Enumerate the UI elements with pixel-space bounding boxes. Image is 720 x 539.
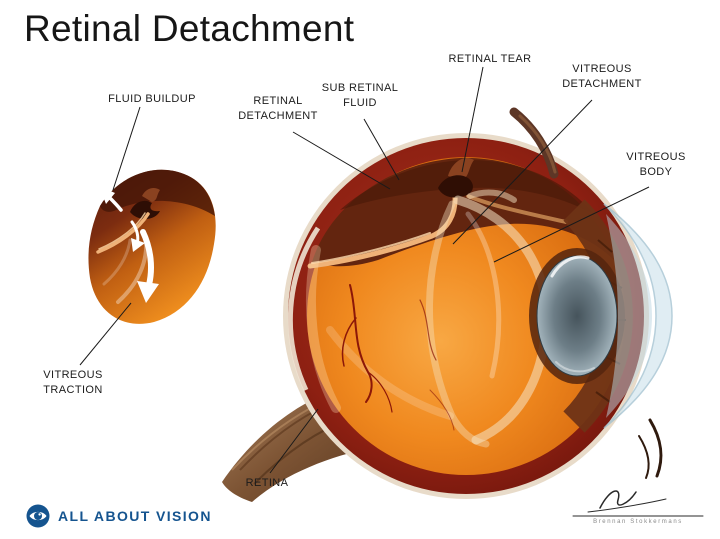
eyelashes bbox=[638, 418, 663, 479]
detached-retina-membrane bbox=[307, 193, 568, 269]
leader-vitreous-body bbox=[493, 186, 650, 263]
artist-signature: Brennan Stokkermans bbox=[593, 519, 683, 525]
inset-tear-hole bbox=[130, 200, 160, 220]
eye-logo-icon bbox=[26, 504, 50, 528]
leader-lines bbox=[79, 66, 650, 474]
inset-tear-illustration bbox=[88, 169, 216, 324]
leader-retinal-detachment bbox=[292, 131, 391, 190]
lens-highlights bbox=[550, 255, 595, 373]
label-retina: RETINA bbox=[245, 477, 289, 489]
fluid-direction-arrow bbox=[99, 186, 123, 212]
leader-retina bbox=[269, 408, 319, 474]
main-eye-illustration bbox=[222, 107, 673, 502]
leader-retinal-tear bbox=[461, 66, 484, 173]
small-traction-arrow bbox=[130, 220, 145, 252]
leader-vitreous-traction bbox=[79, 302, 132, 366]
leader-vitreous-detachment bbox=[452, 99, 593, 245]
cornea bbox=[603, 203, 673, 429]
anterior-chamber bbox=[606, 214, 652, 418]
label-vitreous-body: VITREOUS BODY bbox=[626, 151, 686, 178]
label-fluid-buildup: FLUID BUILDUP bbox=[108, 93, 196, 105]
brand-text: ALL ABOUT VISION bbox=[58, 508, 212, 524]
sclera-inner-highlight bbox=[287, 226, 321, 392]
brand-logo: ALL ABOUT VISION bbox=[26, 504, 212, 528]
vitreous-body-strands bbox=[305, 189, 551, 448]
lens bbox=[536, 255, 618, 377]
label-retinal-detachment: RETINAL DETACHMENT bbox=[238, 95, 318, 122]
extraocular-muscle bbox=[509, 107, 559, 179]
retinal-blood-vessels bbox=[341, 284, 455, 431]
inset-retinal-flap bbox=[142, 188, 160, 202]
label-sub-retinal-fluid: SUB RETINAL FLUID bbox=[321, 82, 399, 109]
label-retinal-tear: RETINAL TEAR bbox=[448, 53, 532, 65]
large-traction-arrow bbox=[137, 229, 159, 303]
label-vitreous-detachment: VITREOUS DETACHMENT bbox=[562, 63, 642, 90]
leader-sub-retinal-fluid bbox=[363, 118, 400, 181]
label-vitreous-traction: VITREOUS TRACTION bbox=[43, 369, 103, 396]
page-title: Retinal Detachment bbox=[24, 8, 355, 49]
signature-scribble bbox=[572, 490, 704, 517]
leader-fluid-buildup bbox=[112, 106, 141, 191]
retinal-tear-shape bbox=[438, 157, 474, 198]
